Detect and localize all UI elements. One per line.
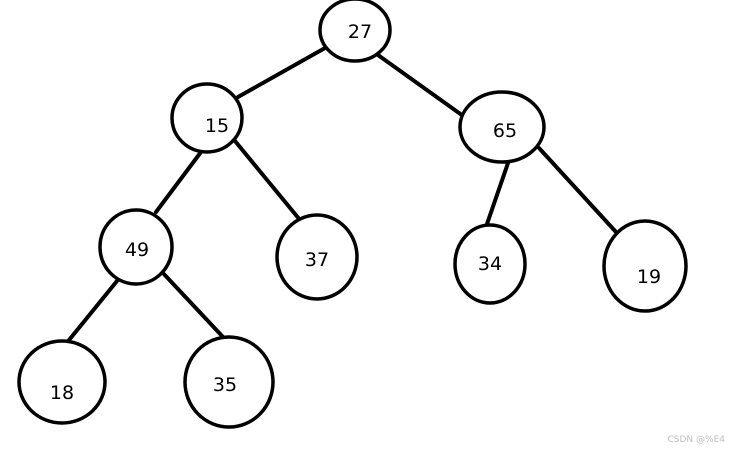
edge-27-65 xyxy=(376,53,468,120)
node-label: 49 xyxy=(125,239,149,261)
node-label: 34 xyxy=(478,253,502,275)
edge-49-18 xyxy=(63,279,119,347)
tree-node-19: 19 xyxy=(602,219,688,313)
node-circle xyxy=(318,0,392,63)
tree-edges xyxy=(63,46,618,347)
node-circle xyxy=(458,90,546,164)
node-circle xyxy=(170,82,244,154)
node-label: 37 xyxy=(305,249,329,271)
node-circle xyxy=(17,339,107,425)
tree-node-34: 34 xyxy=(453,223,527,305)
node-label: 65 xyxy=(493,120,517,142)
tree-node-15: 15 xyxy=(170,82,244,154)
node-label: 15 xyxy=(205,115,229,137)
edge-65-34 xyxy=(485,161,510,226)
tree-node-65: 65 xyxy=(458,90,546,164)
tree-node-18: 18 xyxy=(17,339,107,425)
watermark: CSDN @%E4 xyxy=(667,435,726,445)
node-circle xyxy=(275,213,359,301)
tree-node-49: 49 xyxy=(98,208,174,286)
edge-27-15 xyxy=(236,46,327,99)
node-label: 19 xyxy=(637,266,661,288)
node-circle xyxy=(183,335,275,429)
tree-node-35: 35 xyxy=(183,335,275,429)
edge-15-37 xyxy=(233,139,302,222)
node-label: 35 xyxy=(213,374,237,396)
edge-65-19 xyxy=(537,146,618,234)
node-circle xyxy=(98,208,174,286)
node-circle xyxy=(453,223,527,305)
tree-node-27: 27 xyxy=(318,0,392,63)
node-label: 27 xyxy=(348,21,372,43)
node-label: 18 xyxy=(50,382,74,404)
tree-nodes: 27 15 65 49 37 34 19 18 35 xyxy=(17,0,688,429)
edge-49-35 xyxy=(160,270,225,339)
tree-node-37: 37 xyxy=(275,213,359,301)
node-circle xyxy=(602,219,688,313)
edge-15-49 xyxy=(154,150,203,214)
